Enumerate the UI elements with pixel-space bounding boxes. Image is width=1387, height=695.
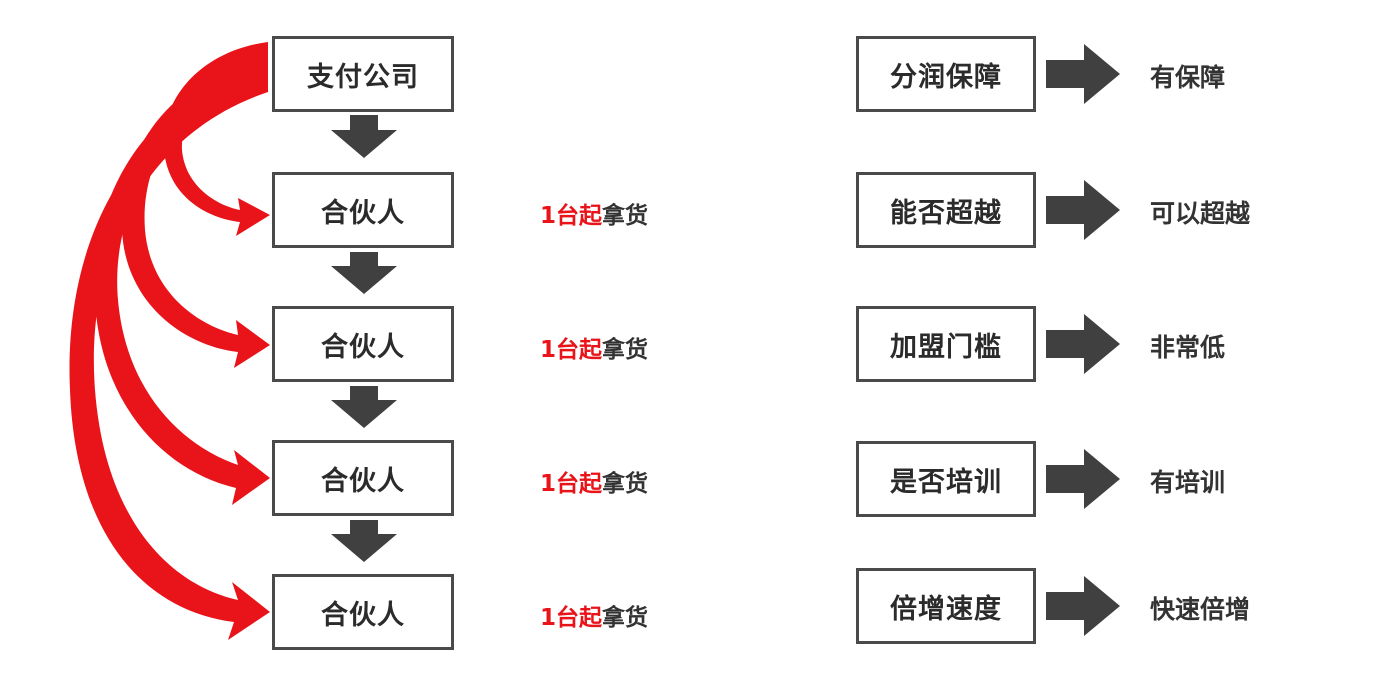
company-box: 支付公司: [272, 36, 454, 112]
right-arrow-5: [1046, 576, 1120, 636]
red-curved-arrows: [69, 42, 271, 640]
right-arrow-3: [1046, 314, 1120, 374]
right-arrows: [1046, 44, 1120, 636]
right-arrow-2: [1046, 180, 1120, 240]
question-box-5: 倍增速度: [856, 568, 1036, 644]
partner-note-2: 1台起拿货: [540, 330, 648, 364]
down-arrow-4: [331, 520, 397, 562]
partner-box-2: 合伙人: [272, 306, 454, 382]
note-action: 拿货: [602, 203, 649, 229]
note-count: 1台起: [540, 605, 603, 631]
note-count: 1台起: [540, 471, 603, 497]
down-arrows: [331, 115, 397, 562]
right-arrow-1: [1046, 44, 1120, 104]
question-box-2: 能否超越: [856, 172, 1036, 248]
note-count: 1台起: [540, 337, 603, 363]
down-arrow-2: [331, 252, 397, 294]
partner-box-1: 合伙人: [272, 172, 454, 248]
partner-note-3: 1台起拿货: [540, 464, 648, 498]
answer-5: 快速倍增: [1150, 595, 1251, 624]
question-box-1: 分润保障: [856, 36, 1036, 112]
partner-box-4: 合伙人: [272, 574, 454, 650]
down-arrow-3: [331, 386, 397, 428]
answer-2: 可以超越: [1150, 199, 1251, 228]
down-arrow-1: [331, 115, 397, 158]
right-arrow-4: [1046, 449, 1120, 509]
partner-note-4: 1台起拿货: [540, 598, 648, 632]
question-box-4: 是否培训: [856, 441, 1036, 517]
note-action: 拿货: [602, 605, 649, 631]
partner-note-1: 1台起拿货: [540, 196, 648, 230]
partner-box-3: 合伙人: [272, 440, 454, 516]
note-action: 拿货: [602, 471, 649, 497]
question-box-3: 加盟门槛: [856, 306, 1036, 382]
answer-3: 非常低: [1150, 333, 1226, 362]
note-count: 1台起: [540, 203, 603, 229]
red-arrow-to-partner-4: [69, 72, 271, 640]
note-action: 拿货: [602, 337, 649, 363]
answer-1: 有保障: [1150, 63, 1226, 92]
answer-4: 有培训: [1150, 468, 1226, 497]
